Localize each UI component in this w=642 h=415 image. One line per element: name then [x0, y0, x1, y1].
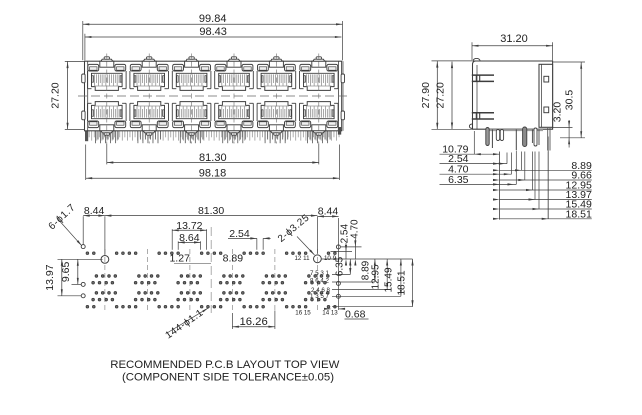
svg-text:10.79: 10.79: [442, 144, 468, 156]
svg-text:18.51: 18.51: [566, 208, 592, 220]
svg-text:(COMPONENT SIDE TOLERANCE±0.05: (COMPONENT SIDE TOLERANCE±0.05): [122, 372, 334, 384]
svg-text:15.49: 15.49: [384, 267, 395, 292]
svg-text:16.26: 16.26: [239, 316, 267, 328]
svg-text:8 6 4 2: 8 6 4 2: [310, 277, 329, 284]
svg-text:30.5: 30.5: [564, 90, 576, 111]
svg-text:16 15: 16 15: [295, 310, 311, 317]
svg-text:2.54: 2.54: [340, 224, 351, 244]
svg-text:2.54: 2.54: [448, 153, 469, 165]
svg-text:9.65: 9.65: [60, 262, 72, 283]
svg-text:8.44: 8.44: [84, 205, 105, 217]
svg-text:27.20: 27.20: [435, 82, 447, 108]
svg-text:12 11: 12 11: [294, 255, 310, 262]
svg-text:1 3 5 7: 1 3 5 7: [310, 293, 329, 300]
svg-text:98.43: 98.43: [199, 26, 227, 38]
svg-text:2.54: 2.54: [229, 228, 250, 240]
svg-text:0.68: 0.68: [345, 308, 366, 320]
svg-text:81.30: 81.30: [198, 205, 224, 217]
svg-text:27.90: 27.90: [420, 82, 432, 108]
svg-text:13.97: 13.97: [566, 189, 592, 201]
svg-text:6.35: 6.35: [448, 174, 469, 186]
svg-text:9.66: 9.66: [571, 170, 592, 182]
svg-text:10 9: 10 9: [324, 255, 337, 262]
svg-text:81.30: 81.30: [199, 152, 227, 164]
svg-text:7 5 3 1: 7 5 3 1: [310, 270, 329, 277]
svg-text:18.51: 18.51: [396, 270, 407, 295]
svg-text:98.18: 98.18: [199, 167, 227, 179]
svg-text:4.70: 4.70: [448, 164, 469, 176]
svg-text:3.20: 3.20: [552, 102, 564, 123]
svg-text:8.64: 8.64: [179, 232, 200, 244]
svg-text:12.95: 12.95: [371, 264, 382, 289]
svg-text:99.84: 99.84: [199, 13, 227, 25]
svg-text:6.35: 6.35: [335, 256, 346, 276]
svg-text:1.27: 1.27: [169, 253, 190, 265]
svg-text:31.20: 31.20: [500, 33, 528, 45]
svg-text:13.97: 13.97: [44, 264, 56, 290]
svg-text:2 4 6 8: 2 4 6 8: [311, 287, 330, 294]
svg-text:27.20: 27.20: [50, 82, 62, 108]
svg-text:8.89: 8.89: [571, 160, 592, 172]
svg-text:13.72: 13.72: [176, 220, 202, 232]
svg-text:4.70: 4.70: [350, 219, 361, 239]
svg-text:12.95: 12.95: [566, 180, 592, 192]
svg-text:14 13: 14 13: [322, 310, 338, 317]
svg-text:8.89: 8.89: [361, 260, 372, 280]
svg-text:15.49: 15.49: [566, 199, 592, 211]
svg-text:8.44: 8.44: [318, 206, 339, 218]
svg-text:8.89: 8.89: [223, 253, 244, 265]
svg-text:RECOMMENDED P.C.B LAYOUT TOP V: RECOMMENDED P.C.B LAYOUT TOP VIEW: [110, 359, 339, 371]
